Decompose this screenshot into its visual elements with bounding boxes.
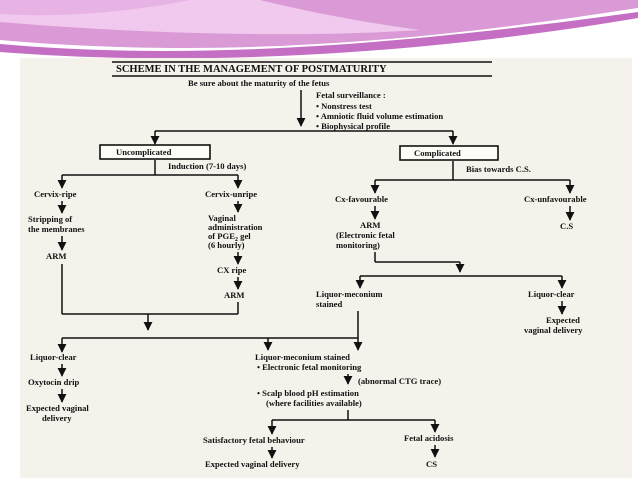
expected-right-line1: Expected (546, 315, 580, 325)
stripping-label-line2: the membranes (28, 224, 85, 234)
liquor-meconium-right-line2: stained (316, 299, 342, 309)
cx-favourable-label: Cx-favourable (335, 194, 388, 204)
liquor-meconium-main-label: Liquor-meconium stained (255, 352, 350, 362)
surveillance-item-afv: • Amniotic fluid volume estimation (316, 111, 443, 121)
bias-label: Bias towards C.S. (466, 164, 531, 174)
surveillance-item-bpp: • Biophysical profile (316, 121, 390, 131)
vaginal-pge-line3: of PGE2 gel (208, 231, 251, 243)
surveillance-heading: Fetal surveillance : (316, 90, 386, 100)
arm-left-label: ARM (46, 251, 67, 261)
cs-bottom-label: CS (426, 459, 437, 469)
uncomplicated-box (99, 144, 211, 160)
cs-right-label: C.S (560, 221, 573, 231)
liquor-clear-right-label: Liquor-clear (528, 289, 575, 299)
diagram-subtitle: Be sure about the maturity of the fetus (188, 78, 330, 88)
vaginal-pge-line2: administration (208, 222, 263, 232)
expected-left-line2: delivery (42, 413, 72, 423)
expected-bottom-label: Expected vaginal delivery (205, 459, 300, 469)
expected-right-line2: vaginal delivery (524, 325, 583, 335)
scalp-line2: (where facilities available) (266, 398, 362, 408)
induction-label: Induction (7-10 days) (168, 161, 246, 171)
cervix-unripe-label: Cervix-unripe (205, 189, 257, 199)
scanned-page (20, 58, 632, 478)
complicated-label: Complicated (414, 148, 461, 158)
oxytocin-label: Oxytocin drip (28, 377, 80, 387)
fetal-acidosis-label: Fetal acidosis (404, 433, 454, 443)
stripping-label-line1: Stripping of (28, 214, 72, 224)
arm-efm-line3: monitoring) (336, 240, 380, 250)
vaginal-pge-line1: Vaginal (208, 213, 236, 223)
vaginal-pge-line4: (6 hourly) (208, 240, 245, 250)
arm-mid-label: ARM (224, 290, 245, 300)
cervix-ripe-label: Cervix-ripe (34, 189, 77, 199)
decorative-header-banner (0, 0, 638, 59)
arm-efm-line2: (Electronic fetal (336, 230, 395, 240)
satisfactory-label: Satisfactory fetal behaviour (203, 435, 305, 445)
surveillance-item-nst: • Nonstress test (316, 101, 372, 111)
cx-unfavourable-label: Cx-unfavourable (524, 194, 587, 204)
liquor-meconium-right-line1: Liquor-meconium (316, 289, 383, 299)
abnormal-ctg-label: (abnormal CTG trace) (358, 376, 441, 386)
scalp-line1: • Scalp blood pH estimation (257, 388, 359, 398)
uncomplicated-label: Uncomplicated (116, 147, 172, 157)
liquor-clear-left-label: Liquor-clear (30, 352, 77, 362)
cx-ripe-label: CX ripe (217, 265, 247, 275)
diagram-title: SCHEME IN THE MANAGEMENT OF POSTMATURITY (116, 64, 387, 75)
arm-efm-line1: ARM (360, 220, 381, 230)
complicated-box (399, 145, 499, 161)
expected-left-line1: Expected vaginal (26, 403, 89, 413)
efm-label: • Electronic fetal monitoring (257, 362, 362, 372)
